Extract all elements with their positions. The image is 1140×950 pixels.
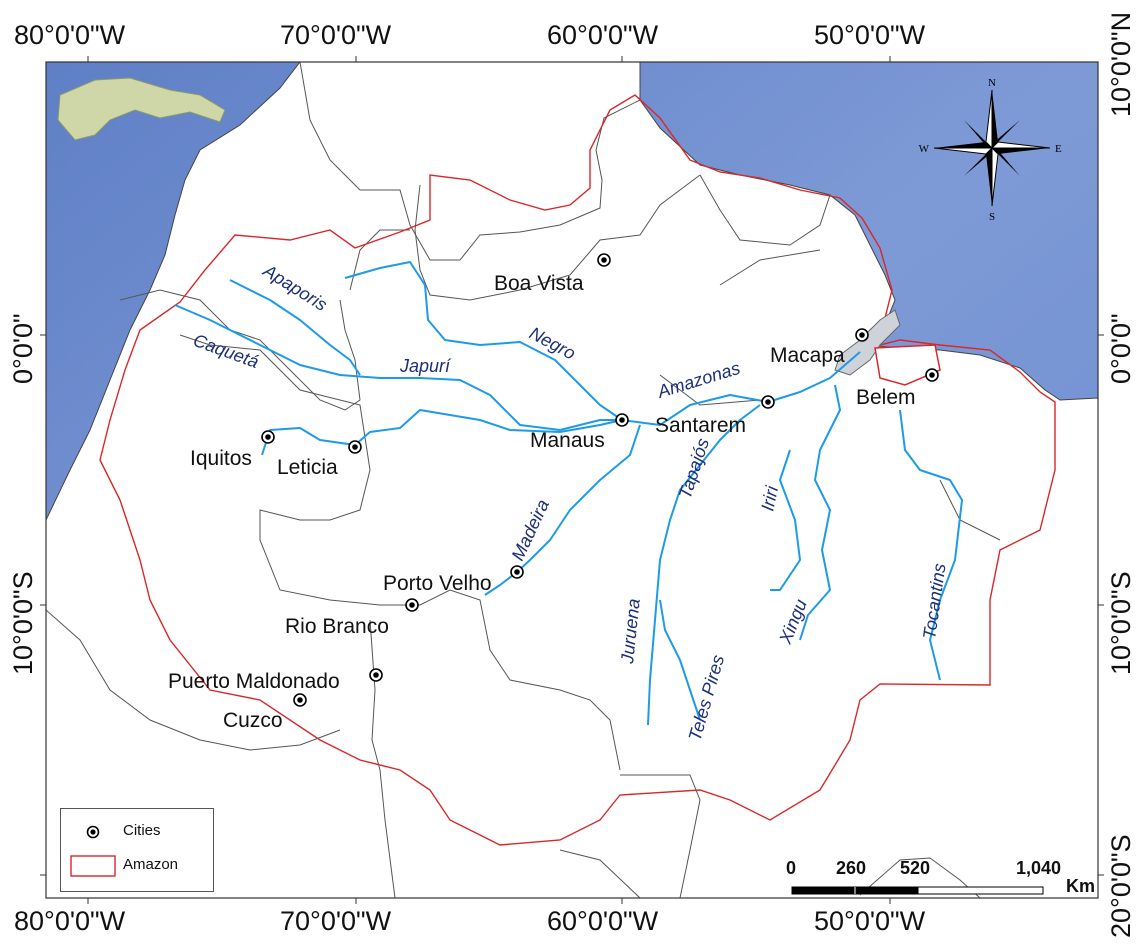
city-label-belem: Belem bbox=[856, 386, 916, 409]
scale-tick-0: 0 bbox=[786, 858, 797, 878]
coord-bottom-50w: 50°0'0"W bbox=[814, 906, 926, 936]
river-tapajos-juruena bbox=[647, 404, 761, 726]
coord-top-80w: 80°0'0"W bbox=[14, 20, 126, 50]
city-label-porto-velho: Porto Velho bbox=[383, 572, 492, 595]
coord-right-10s: 10°0'0"S bbox=[1106, 571, 1136, 675]
coord-left-10s: 10°0'0"S bbox=[8, 571, 38, 675]
city-marker-iquitos bbox=[261, 430, 275, 444]
city-marker-manaus bbox=[615, 413, 629, 427]
river-apaporis bbox=[229, 279, 361, 376]
city-label-iquitos: Iquitos bbox=[190, 447, 252, 470]
coord-bottom-70w: 70°0'0"W bbox=[280, 906, 392, 936]
legend-label-cities: Cities bbox=[123, 822, 161, 839]
compass-rose: N S W E bbox=[919, 77, 1062, 223]
river-negro bbox=[344, 261, 623, 421]
city-label-macapa: Macapa bbox=[770, 344, 845, 367]
compass-w: W bbox=[919, 143, 930, 155]
coord-bottom-80w: 80°0'0"W bbox=[14, 906, 126, 936]
scale-unit: Km bbox=[1066, 876, 1096, 896]
city-marker-leticia bbox=[348, 440, 362, 454]
city-markers bbox=[261, 253, 939, 707]
city-marker-santarem bbox=[761, 395, 775, 409]
city-label-cuzco: Cuzco bbox=[223, 709, 283, 732]
city-marker-porto-velho bbox=[510, 565, 524, 579]
scale-bar bbox=[791, 886, 1044, 895]
coord-right-10n: 10°0'0"N bbox=[1106, 11, 1136, 117]
coord-right-20s: 20°0'0"S bbox=[1106, 834, 1136, 938]
city-label-santarem: Santarem bbox=[655, 414, 746, 437]
river-amazonas bbox=[261, 351, 861, 456]
river-caqueta-japuri bbox=[174, 304, 622, 431]
amazon-boundary bbox=[99, 94, 1056, 846]
legend-amazon-symbol bbox=[70, 855, 116, 877]
river-iriri bbox=[770, 449, 801, 591]
scale-tick-1040: 1,040 bbox=[1016, 858, 1062, 878]
marajo-island bbox=[874, 344, 941, 386]
coord-top-60w: 60°0'0"W bbox=[547, 20, 659, 50]
city-marker-puerto-maldonado bbox=[369, 668, 383, 682]
scale-tick-520: 520 bbox=[900, 858, 931, 878]
coord-top-70w: 70°0'0"W bbox=[280, 20, 392, 50]
river-label-japuri: Japurí bbox=[399, 356, 452, 376]
river-madeira bbox=[484, 424, 641, 596]
country-borders bbox=[46, 62, 1001, 898]
legend-row-cities: Cities bbox=[61, 819, 211, 845]
river-xingu bbox=[799, 384, 841, 641]
city-label-rio-branco: Rio Branco bbox=[285, 615, 389, 638]
compass-s: S bbox=[989, 211, 995, 223]
coord-top-50w: 50°0'0"W bbox=[814, 20, 926, 50]
map-legend: Cities Amazon bbox=[60, 808, 214, 892]
city-label-puerto-maldonado: Puerto Maldonado bbox=[168, 670, 340, 693]
city-marker-rio-branco bbox=[405, 598, 419, 612]
river-teles-pires bbox=[659, 599, 701, 721]
city-label-leticia: Leticia bbox=[277, 456, 338, 479]
frame-ticks bbox=[40, 56, 1104, 904]
coord-right-0: 0°0'0" bbox=[1106, 313, 1136, 384]
coord-bottom-60w: 60°0'0"W bbox=[547, 906, 659, 936]
legend-row-amazon: Amazon bbox=[61, 853, 211, 879]
city-marker-boa-vista bbox=[597, 253, 611, 267]
scale-tick-260: 260 bbox=[836, 858, 867, 878]
map-frame bbox=[45, 61, 1099, 899]
city-label-boa-vista: Boa Vista bbox=[494, 272, 584, 295]
coord-left-0: 0°0'0" bbox=[8, 313, 38, 384]
compass-n: N bbox=[988, 77, 996, 89]
city-label-manaus: Manaus bbox=[530, 429, 605, 452]
rivers bbox=[174, 261, 963, 726]
central-america-land bbox=[57, 77, 226, 141]
legend-city-symbol bbox=[86, 825, 100, 839]
compass-e: E bbox=[1055, 143, 1062, 155]
river-tocantins bbox=[899, 409, 963, 681]
city-marker-macapa bbox=[855, 328, 869, 342]
city-marker-cuzco bbox=[293, 693, 307, 707]
city-marker-belem bbox=[925, 368, 939, 382]
legend-label-amazon: Amazon bbox=[123, 856, 179, 873]
